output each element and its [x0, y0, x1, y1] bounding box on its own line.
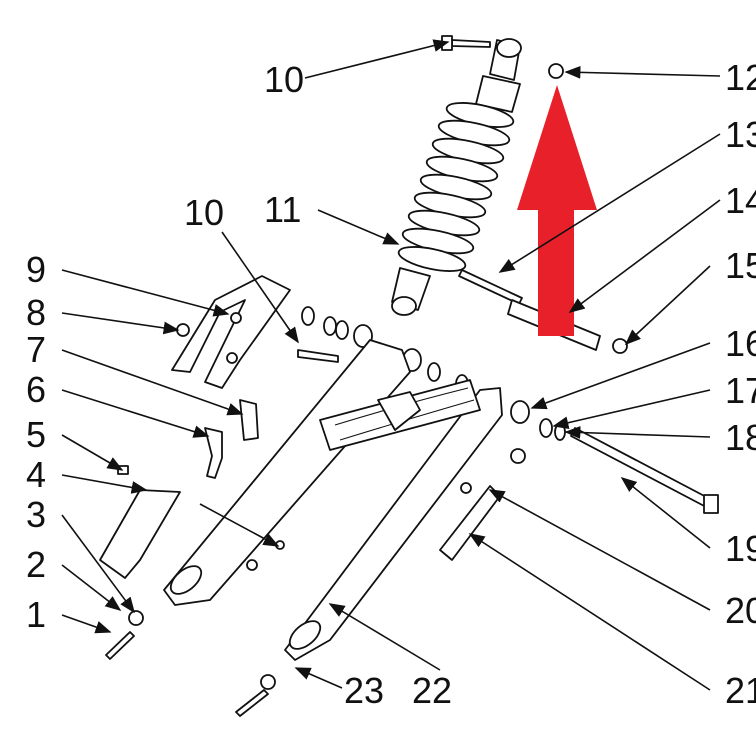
callout-1: 1: [26, 594, 46, 635]
callout-15: 15: [725, 245, 756, 286]
callout-21: 21: [725, 670, 756, 711]
callout-14: 14: [725, 180, 756, 221]
callout-11: 11: [264, 189, 301, 230]
swingarm: [163, 339, 503, 661]
callout-12: 12: [725, 57, 756, 98]
callout-labels: 10 12 13 14 11 10 15 9 8 7 16 6 17 5 18 …: [26, 57, 756, 711]
callout-4: 4: [26, 454, 46, 495]
callout-10-top: 10: [264, 59, 304, 100]
callout-3: 3: [26, 494, 46, 535]
callout-5: 5: [26, 414, 46, 455]
callout-18: 18: [725, 417, 756, 458]
callout-17: 17: [725, 370, 756, 411]
callout-22: 22: [412, 670, 452, 711]
callout-6: 6: [26, 369, 46, 410]
callout-23: 23: [344, 670, 384, 711]
shock-link-bracket: [171, 275, 291, 389]
callout-10-middle: 10: [184, 192, 224, 233]
callout-7: 7: [26, 329, 46, 370]
callout-19: 19: [725, 528, 756, 569]
shock-absorber: [391, 38, 522, 316]
callout-9: 9: [26, 249, 46, 290]
callout-2: 2: [26, 544, 46, 585]
red-highlight-arrow: [517, 85, 597, 336]
callout-20: 20: [725, 590, 756, 631]
leader-lines: [61, 39, 721, 691]
callout-16: 16: [725, 323, 756, 364]
callout-8: 8: [26, 292, 46, 333]
callout-13: 13: [725, 114, 756, 155]
brackets: [99, 399, 501, 579]
